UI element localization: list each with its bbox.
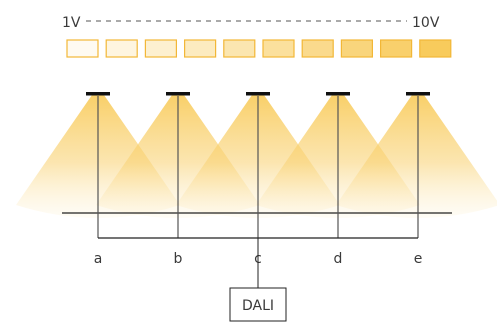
dimming-step-10 xyxy=(419,39,452,58)
dimming-step-2 xyxy=(105,39,138,58)
dimming-level-steps xyxy=(66,39,452,58)
lamp-c xyxy=(246,92,270,96)
scale-max-label: 10V xyxy=(412,15,440,31)
lamp-b xyxy=(166,92,190,96)
lamp-label-a: a xyxy=(94,251,103,267)
light-beam-e xyxy=(336,95,497,218)
dimming-step-8 xyxy=(340,39,373,58)
scale-min-label: 1V xyxy=(62,15,81,31)
lamp-label-e: e xyxy=(414,251,423,267)
dimming-step-5 xyxy=(223,39,256,58)
lamp-label-d: d xyxy=(334,251,343,267)
lamp-e xyxy=(406,92,430,96)
dimming-step-4 xyxy=(184,39,217,58)
dimming-step-3 xyxy=(144,39,177,58)
lamp-a xyxy=(86,92,110,96)
dimming-step-7 xyxy=(301,39,334,58)
lamp-d xyxy=(326,92,350,96)
dimming-step-1 xyxy=(66,39,99,58)
lamp-label-b: b xyxy=(174,251,183,267)
lamp-fixtures xyxy=(86,92,430,96)
light-beams xyxy=(16,95,497,218)
dali-controller-label: DALI xyxy=(242,298,274,314)
dimming-step-6 xyxy=(262,39,295,58)
dimming-step-9 xyxy=(380,39,413,58)
dali-controller-box xyxy=(229,287,287,322)
